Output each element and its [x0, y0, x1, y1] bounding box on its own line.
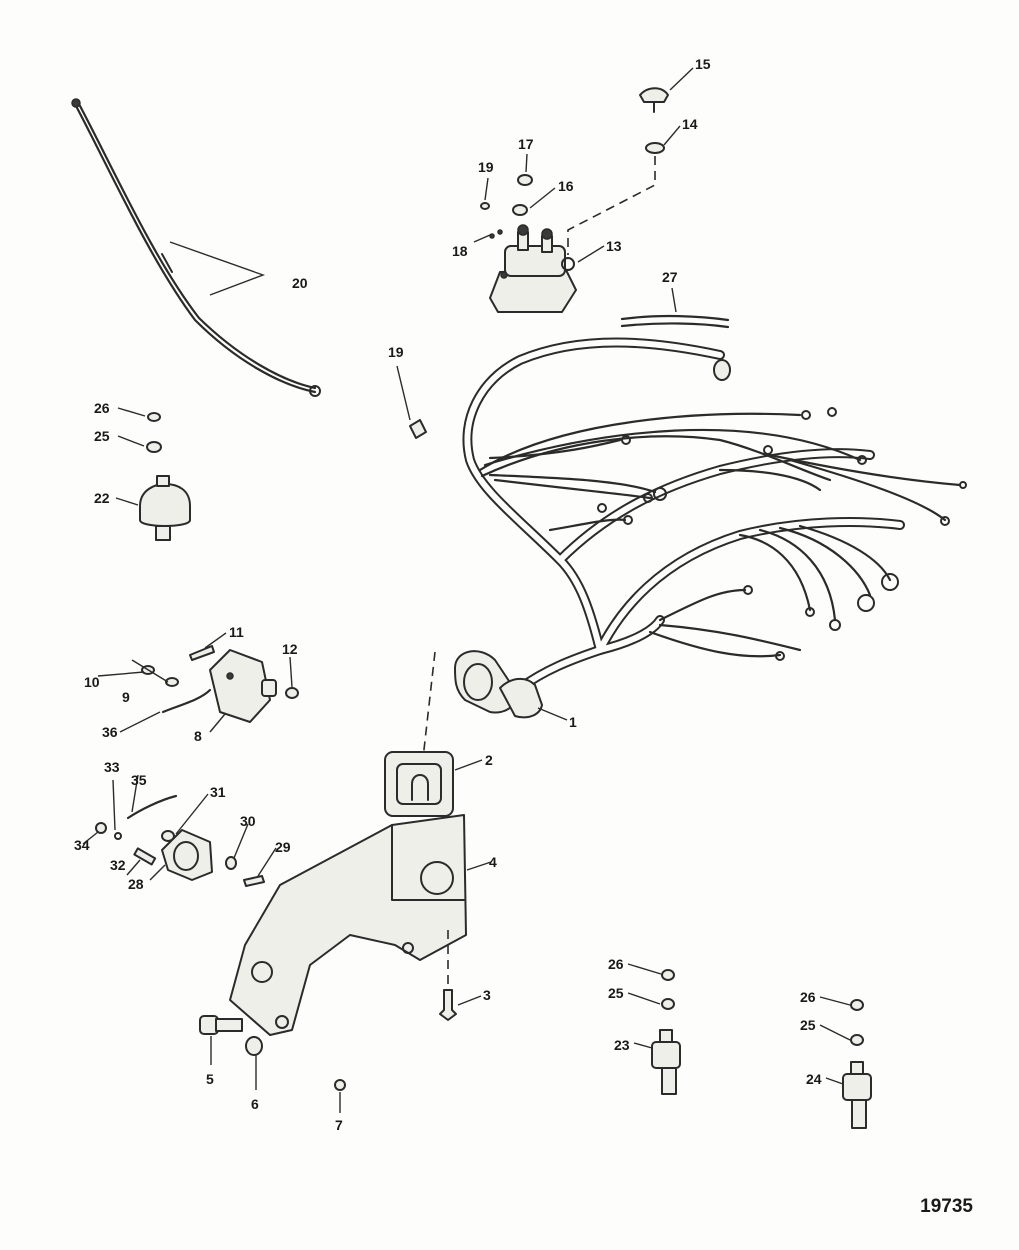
callout-14: 14: [682, 116, 698, 132]
part-3-screw: [439, 989, 457, 1021]
callout-29: 29: [275, 839, 291, 855]
callout-16: 16: [558, 178, 574, 194]
leader-lines: [82, 67, 851, 1113]
part-8-switch: [141, 645, 299, 723]
part-28-switch: [95, 794, 265, 887]
parts-5-6-7-hardware: [199, 1015, 346, 1091]
drawing-number: 19735: [920, 1196, 973, 1217]
callout-17: 17: [518, 136, 534, 152]
callout-23: 23: [614, 1037, 630, 1053]
part-2-grommet: [384, 751, 454, 817]
callout-4: 4: [489, 854, 497, 870]
part-24-sender: [842, 999, 872, 1129]
part-27-loom: [620, 314, 730, 329]
callout-33: 33: [104, 759, 120, 775]
callout-11: 11: [229, 624, 244, 640]
callout-3: 3: [483, 987, 491, 1003]
callout-27: 27: [662, 269, 678, 285]
callout-2: 2: [485, 752, 493, 768]
callout-26-mid: 26: [608, 956, 624, 972]
callout-36: 36: [102, 724, 118, 740]
part-21-sensor-lead: [71, 98, 321, 397]
callout-labels: 15 14 17 19 16 18 13 27 20 19 26 25 22 1…: [74, 56, 822, 1133]
callout-18: 18: [452, 243, 468, 259]
callout-25-left: 25: [94, 428, 110, 444]
part-23-sender: [651, 969, 681, 1095]
part-13-solenoid: [489, 224, 577, 313]
callout-30: 30: [240, 813, 256, 829]
callout-22: 22: [94, 490, 110, 506]
callout-26-left: 26: [94, 400, 110, 416]
callout-8: 8: [194, 728, 202, 744]
callout-25-mid: 25: [608, 985, 624, 1001]
callout-24: 24: [806, 1071, 822, 1087]
part-22-sender: [139, 412, 191, 541]
part-1-wiring-harness: [454, 337, 967, 719]
callout-19: 19: [478, 159, 494, 175]
callout-35: 35: [131, 772, 147, 788]
callout-12: 12: [282, 641, 298, 657]
callout-1: 1: [569, 714, 577, 730]
callout-13: 13: [606, 238, 622, 254]
small-hardware-14-19: [480, 87, 669, 255]
callout-31: 31: [210, 784, 226, 800]
callout-25-right: 25: [800, 1017, 816, 1033]
callout-26-right: 26: [800, 989, 816, 1005]
part-20-clip: [409, 419, 427, 439]
callout-9: 9: [122, 689, 130, 705]
callout-6: 6: [251, 1096, 259, 1112]
callout-21: 20: [292, 275, 308, 291]
callout-5: 5: [206, 1071, 214, 1087]
callout-10: 10: [84, 674, 100, 690]
callout-28: 28: [128, 876, 144, 892]
callout-32: 32: [110, 857, 126, 873]
callout-7: 7: [335, 1117, 343, 1133]
part-4-bracket: [229, 814, 467, 1036]
callout-34: 34: [74, 837, 90, 853]
callout-15: 15: [695, 56, 711, 72]
callout-20: 19: [388, 344, 404, 360]
